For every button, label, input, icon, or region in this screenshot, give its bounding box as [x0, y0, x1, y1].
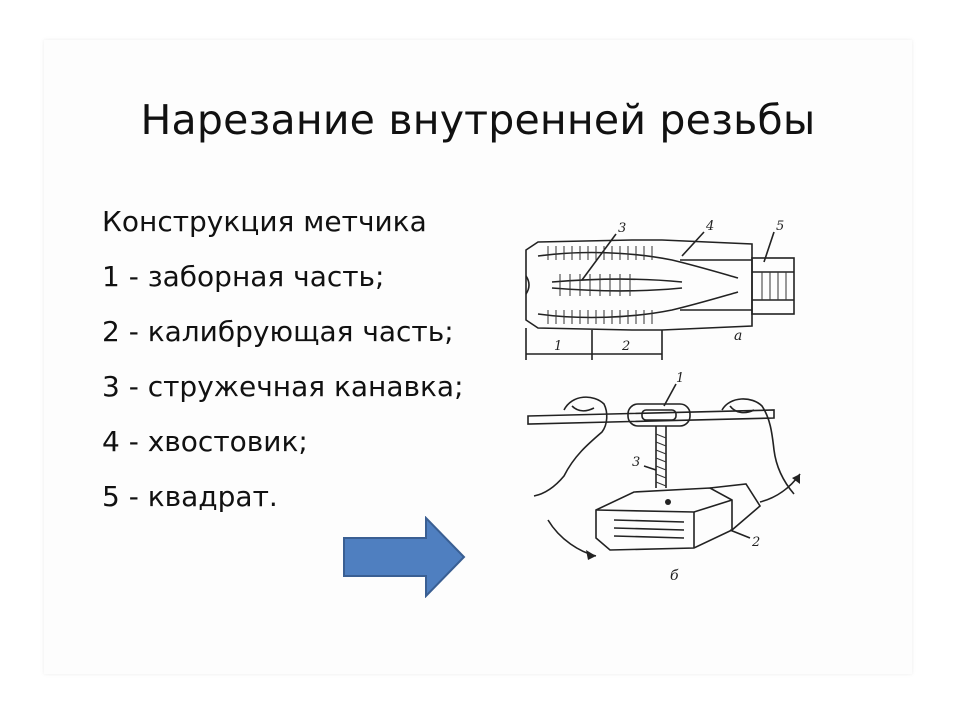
label-3: 3: [632, 455, 640, 470]
tap-wrench-drawing: 1 3 2 б: [527, 371, 801, 584]
list-item: 3 - стружечная канавка;: [102, 370, 464, 403]
slide-title: Нарезание внутренней резьбы: [140, 96, 816, 144]
label-2: 2: [751, 535, 760, 550]
list-item: 5 - квадрат.: [102, 480, 278, 513]
list-heading: Конструкция метчика: [102, 205, 427, 238]
label-2: 2: [621, 339, 630, 354]
list-item: 4 - хвостовик;: [102, 425, 308, 458]
list-item: 1 - заборная часть;: [102, 260, 385, 293]
label-4: 4: [705, 219, 714, 234]
list-item: 2 - калибрующая часть;: [102, 315, 454, 348]
text-list: Конструкция метчика 1 - заборная часть; …: [102, 194, 522, 524]
label-1: 1: [676, 371, 684, 386]
right-arrow-icon: [343, 516, 466, 598]
slide: Нарезание внутренней резьбы Конструкция …: [44, 40, 912, 674]
label-1: 1: [554, 339, 562, 354]
caption-a: а: [734, 328, 742, 344]
caption-b: б: [670, 568, 679, 584]
label-5: 5: [776, 219, 784, 234]
tap-drawing: 3 4 5 1 2 а: [525, 219, 795, 360]
label-3: 3: [618, 221, 626, 236]
